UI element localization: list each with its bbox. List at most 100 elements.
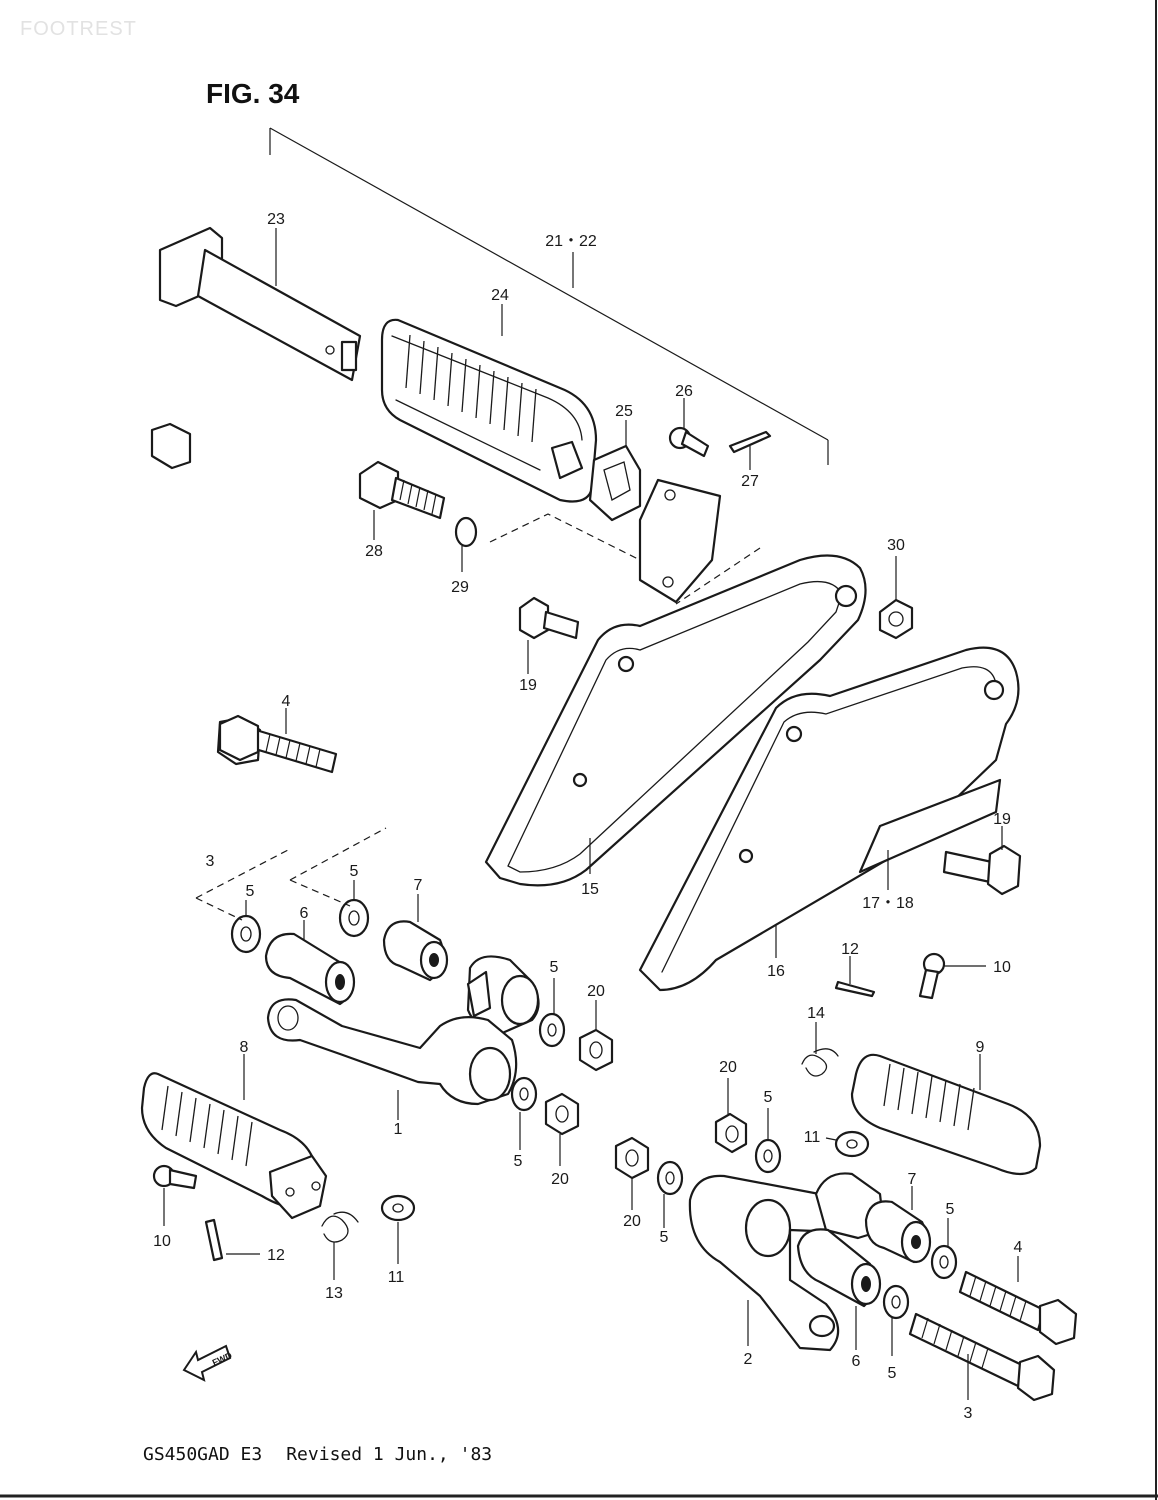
part-10-pin-left — [152, 1164, 198, 1226]
callout-20-c: 20 — [719, 1059, 737, 1076]
callout-29: 29 — [451, 579, 469, 596]
callout-20-b: 20 — [551, 1171, 569, 1188]
part-19-bolt-right — [942, 826, 1022, 896]
callout-25: 25 — [615, 403, 633, 420]
part-20-nut-a — [578, 1000, 614, 1072]
callout-30: 30 — [887, 537, 905, 554]
callout-4-left: 4 — [282, 693, 291, 710]
part-12-cotter-pin-right — [834, 956, 876, 998]
part-7-collar-right — [864, 1186, 932, 1264]
part-20-nut-b — [544, 1092, 580, 1166]
part-9-footrest-right — [850, 1053, 1042, 1176]
callout-17-18: 17・18 — [862, 895, 914, 912]
callout-11-left: 11 — [388, 1269, 405, 1286]
callout-8: 8 — [240, 1039, 249, 1056]
leader-dashed-4 — [289, 827, 387, 907]
part-5-washer-g — [930, 1218, 958, 1280]
part-5-washer-c — [538, 978, 566, 1048]
part-11-washer-left — [380, 1194, 416, 1264]
watermark-text: FOOTREST — [20, 18, 137, 40]
callout-21-22: 21・22 — [545, 233, 597, 250]
part-5-washer-h — [882, 1284, 910, 1356]
callout-6-right: 6 — [852, 1353, 861, 1370]
part-28-bolt — [358, 460, 446, 540]
part-3-bolt-left — [150, 422, 192, 470]
part-26-pin — [668, 398, 710, 458]
callout-5-b: 5 — [350, 863, 359, 880]
callout-20-a: 20 — [587, 983, 605, 1000]
part-6-bushing-left — [264, 920, 356, 1006]
part-3-bolt-right — [908, 1312, 1056, 1402]
callout-26: 26 — [675, 383, 693, 400]
callout-28: 28 — [365, 543, 383, 560]
part-5-washer-f — [656, 1160, 684, 1228]
part-12-cotter-pin-left — [204, 1218, 260, 1262]
callout-20-d: 20 — [623, 1213, 641, 1230]
part-7-collar-left — [382, 894, 449, 982]
callout-5-a: 5 — [246, 883, 255, 900]
part-4-bolt-right — [958, 1256, 1078, 1346]
part-20-nut-d — [614, 1136, 650, 1210]
part-16-footrest-plate — [638, 646, 1020, 992]
part-4-bolt-head — [218, 714, 260, 762]
callout-12-left: 12 — [267, 1247, 285, 1264]
part-1-footrest-bracket — [266, 955, 540, 1120]
part-13-spring — [321, 1211, 359, 1280]
part-29-washer — [454, 516, 478, 572]
figure-title: FIG. 34 — [206, 78, 300, 109]
part-5-washer-d — [510, 1076, 538, 1150]
footer-revision: Revised 1 Jun., '83 — [286, 1444, 493, 1465]
callout-27: 27 — [741, 473, 759, 490]
footer-model: GS450GAD E3 — [143, 1444, 263, 1465]
part-6-bushing-right — [796, 1228, 882, 1350]
forward-direction-arrow: FWD — [182, 1344, 234, 1382]
part-25-plate — [588, 420, 642, 522]
part-23-footrest-shaft — [158, 226, 362, 382]
callout-1: 1 — [394, 1121, 403, 1138]
footrest-mount-bracket — [489, 478, 722, 604]
part-5-washer-e — [754, 1108, 782, 1174]
callout-5-h: 5 — [888, 1365, 897, 1382]
footer: GS450GAD E3 Revised 1 Jun., '83 — [143, 1444, 516, 1465]
callout-3-right: 3 — [964, 1405, 973, 1422]
callout-11-right: 11 — [804, 1129, 821, 1146]
callout-10-right: 10 — [993, 959, 1011, 976]
part-27-cotter-pin — [728, 430, 772, 470]
part-4-bolt-left-threaded — [250, 708, 338, 774]
part-20-nut-c — [714, 1078, 748, 1154]
callout-labels: 1 2 3 3 4 4 5 5 5 5 5 5 5 5 6 6 7 7 8 9 … — [153, 211, 1022, 1422]
callout-5-g: 5 — [946, 1201, 955, 1218]
part-30-nut — [878, 556, 914, 640]
callout-5-f: 5 — [660, 1229, 669, 1246]
part-19-bolt-upper — [518, 596, 580, 674]
callout-23: 23 — [267, 211, 285, 228]
callout-14: 14 — [807, 1005, 825, 1022]
callout-13: 13 — [325, 1285, 343, 1302]
callout-3-left: 3 — [206, 853, 215, 870]
callout-2: 2 — [744, 1351, 753, 1368]
callout-12-right: 12 — [841, 941, 859, 958]
callout-5-e: 5 — [764, 1089, 773, 1106]
part-5-washer-b — [338, 880, 370, 938]
part-14-spring — [801, 1022, 839, 1077]
callout-10-left: 10 — [153, 1233, 171, 1250]
callout-7-left: 7 — [414, 877, 423, 894]
callout-4-right: 4 — [1014, 1239, 1023, 1256]
callout-9: 9 — [976, 1039, 985, 1056]
part-10-pin-right — [918, 952, 986, 1000]
part-15-footrest-plate — [484, 547, 867, 887]
callout-16: 16 — [767, 963, 785, 980]
part-5-washer-a — [230, 900, 262, 954]
part-8-footrest-left — [140, 1054, 328, 1220]
callout-5-c: 5 — [550, 959, 559, 976]
assembly-bracket-21-22 — [269, 127, 829, 465]
callout-19-upper: 19 — [519, 677, 537, 694]
part-11-washer-right — [825, 1130, 870, 1158]
part-24-footrest-rubber — [380, 304, 598, 503]
callout-24: 24 — [491, 287, 509, 304]
callout-15: 15 — [581, 881, 599, 898]
callout-19-right: 19 — [993, 811, 1011, 828]
callout-6-left: 6 — [300, 905, 309, 922]
callout-5-d: 5 — [514, 1153, 523, 1170]
